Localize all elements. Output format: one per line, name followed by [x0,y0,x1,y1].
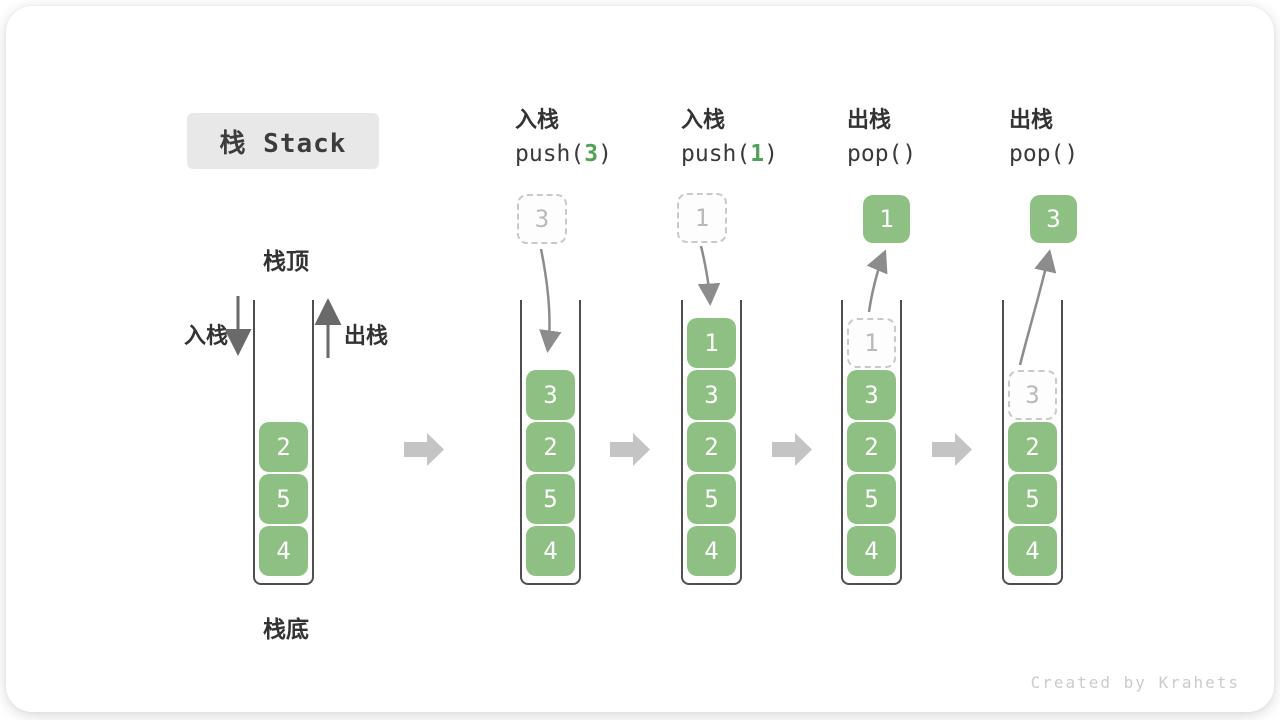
stack-cell: 4 [847,526,896,576]
stack-after-push1: 1 3 2 5 4 [681,300,742,585]
stack-cell: 5 [259,474,308,524]
stack-cell: 4 [259,526,308,576]
op2-incoming-value: 1 [677,193,727,243]
stack-cell: 3 [526,370,575,420]
stack-after-pop1: 1 3 2 5 4 [841,300,902,585]
stack-top-label: 栈顶 [263,248,309,274]
stack-initial: 2 5 4 [253,300,314,585]
op2-label: 入栈 push(1) [681,102,778,167]
stack-bottom-label: 栈底 [263,616,309,642]
push-direction-label: 入栈 [183,323,228,348]
op1-label: 入栈 push(3) [515,102,612,167]
op1-incoming-value: 3 [517,194,567,244]
op4-name: 出栈 [1009,107,1054,132]
stack-cell: 5 [1008,474,1057,524]
op4-label: 出栈 pop() [1009,102,1078,167]
stack-cell: 2 [687,422,736,472]
op1-code: push(3) [515,141,612,167]
op2-code: push(1) [681,141,778,167]
stack-cell: 5 [526,474,575,524]
diagram-card [6,6,1274,712]
stack-cell: 2 [1008,422,1057,472]
diagram-title-text: 栈 Stack [219,128,347,159]
stack-after-pop3: 3 2 5 4 [1002,300,1063,585]
op2-name: 入栈 [681,107,726,132]
diagram-title: 栈 Stack [187,113,379,169]
op3-name: 出栈 [847,107,892,132]
stack-cell: 4 [687,526,736,576]
stack-cell: 2 [526,422,575,472]
op4-code: pop() [1009,141,1079,167]
op3-code: pop() [847,141,917,167]
stack-cell: 3 [687,370,736,420]
op3-label: 出栈 pop() [847,102,916,167]
stack-cell: 1 [687,318,736,368]
stack-cell: 4 [526,526,575,576]
stack-cell: 5 [847,474,896,524]
pop-direction-label: 出栈 [344,323,389,348]
stack-cell-removed: 1 [847,318,896,368]
stack-cell: 2 [259,422,308,472]
stack-after-push3: 3 2 5 4 [520,300,581,585]
stack-cell: 2 [847,422,896,472]
stack-cell: 4 [1008,526,1057,576]
op3-popped-value: 1 [863,195,910,243]
stack-cell: 5 [687,474,736,524]
op1-name: 入栈 [515,107,560,132]
stack-cell-removed: 3 [1008,370,1057,420]
watermark: Created by Krahets [1030,673,1240,692]
op4-popped-value: 3 [1030,195,1077,243]
stack-cell: 3 [847,370,896,420]
